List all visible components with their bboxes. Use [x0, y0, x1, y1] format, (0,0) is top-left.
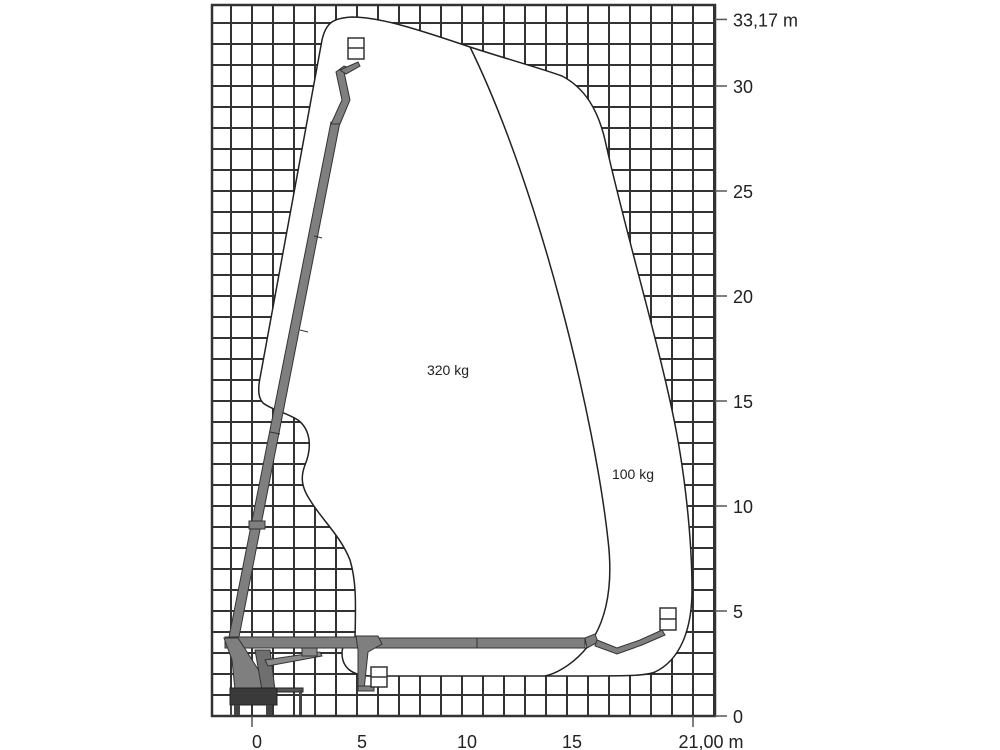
- x-label: 21,00 m: [678, 732, 743, 750]
- y-axis-labels: 33,17 m 30 25 20 15 10 5 0: [733, 10, 798, 727]
- x-axis-labels: 0 5 10 15 21,00 m: [252, 732, 744, 750]
- y-label: 5: [733, 602, 743, 622]
- platform-basket-low: [370, 666, 388, 688]
- y-label: 0: [733, 707, 743, 727]
- outer-working-envelope: [258, 16, 693, 677]
- platform-basket-top: [347, 37, 365, 60]
- x-label: 10: [457, 732, 477, 750]
- x-label: 15: [562, 732, 582, 750]
- jib-lowered: [355, 635, 383, 692]
- y-label: 30: [733, 77, 753, 97]
- boom-horizontal: [224, 629, 666, 655]
- vehicle-chassis: [223, 637, 323, 716]
- platform-basket-right: [659, 607, 677, 631]
- x-label: 5: [357, 732, 367, 750]
- zone-label-100kg: 100 kg: [612, 466, 654, 482]
- y-label: 10: [733, 497, 753, 517]
- y-label: 15: [733, 392, 753, 412]
- axis-ticks: [251, 18, 727, 727]
- load-zone-boundary: [469, 46, 611, 677]
- y-label: 25: [733, 182, 753, 202]
- y-label: 33,17 m: [733, 10, 798, 30]
- y-label: 20: [733, 287, 753, 307]
- zone-label-320kg: 320 kg: [427, 362, 469, 378]
- grid-border: [210, 3, 717, 718]
- x-label: 0: [252, 732, 262, 750]
